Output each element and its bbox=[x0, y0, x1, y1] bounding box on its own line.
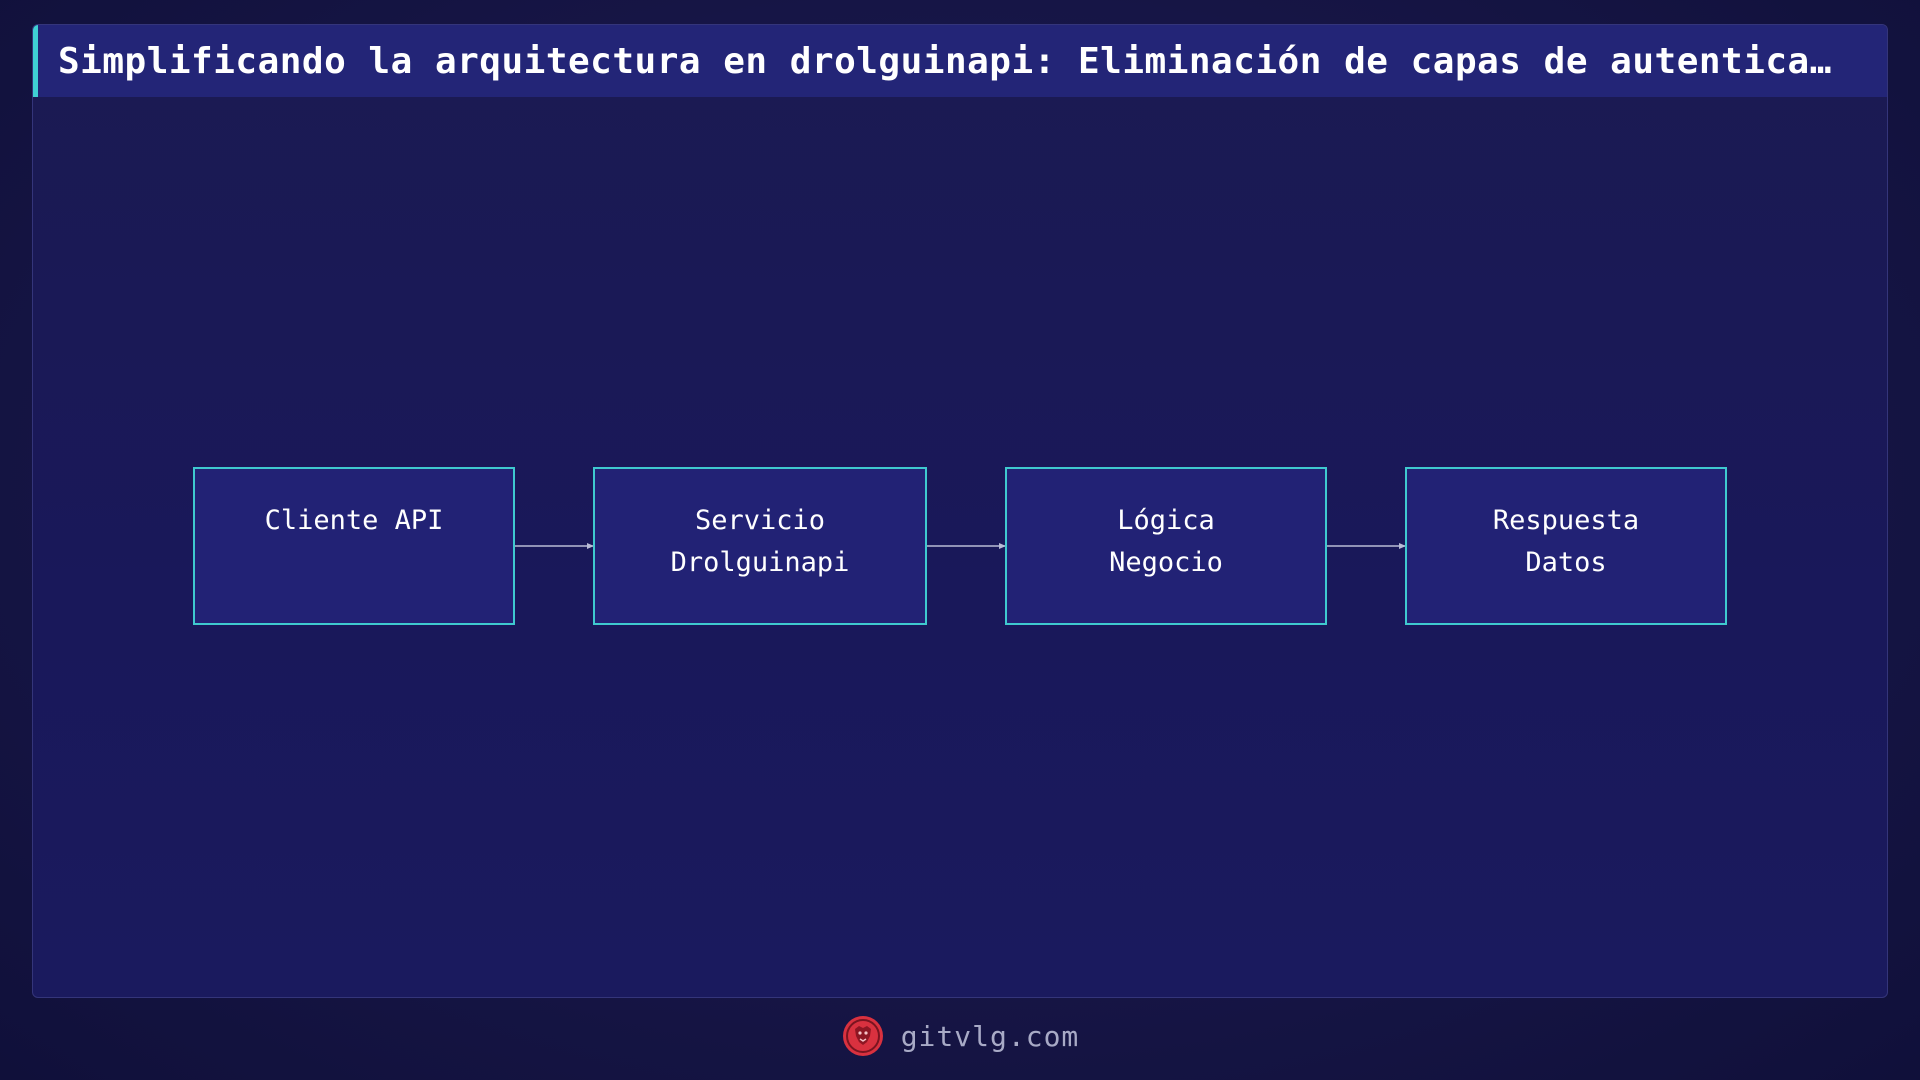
flow-node: Cliente API bbox=[193, 467, 515, 625]
flow-node-label: Respuesta bbox=[1493, 505, 1639, 536]
flow-node-box bbox=[593, 467, 927, 625]
title-bar: Simplificando la arquitectura en drolgui… bbox=[33, 25, 1887, 97]
site-url[interactable]: gitvlg.com bbox=[900, 1019, 1080, 1053]
flow-node-label: Datos bbox=[1525, 547, 1606, 578]
flow-node-label: Negocio bbox=[1109, 547, 1223, 578]
flow-node-label: Servicio bbox=[695, 505, 825, 536]
flow-node-box bbox=[1405, 467, 1727, 625]
flow-node-label: Drolguinapi bbox=[671, 547, 850, 578]
footer: gitvlg.com bbox=[0, 1008, 1920, 1064]
flow-node-label: Lógica bbox=[1117, 505, 1215, 536]
lion-head-icon bbox=[842, 1016, 883, 1056]
flow-node-box bbox=[193, 467, 515, 625]
flow-node-label: Cliente API bbox=[265, 505, 444, 536]
flow-node-box bbox=[1005, 467, 1327, 625]
